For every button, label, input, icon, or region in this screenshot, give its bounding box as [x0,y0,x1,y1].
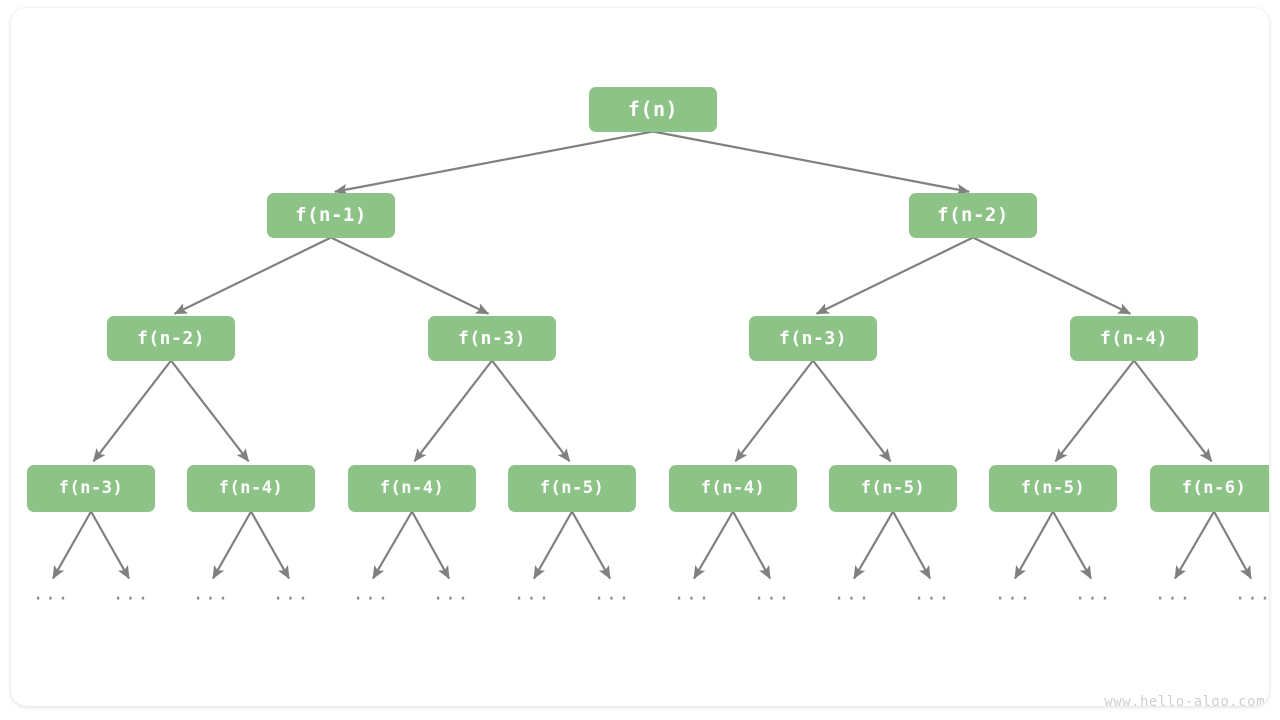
ellipsis-marker: ... [192,582,230,605]
tree-edge-n12-to-e10 [853,510,894,580]
tree-edge-n5-to-n11 [734,359,814,463]
tree-node-n12: f(n-5) [829,464,957,512]
tree-edge-n4-to-n9 [413,359,493,463]
tree-node-n6: f(n-4) [1070,315,1198,361]
tree-node-n9: f(n-4) [348,464,476,512]
tree-edge-n10-to-e7 [571,510,611,580]
tree-edge-n2-to-n5 [815,236,974,315]
tree-node-n4: f(n-3) [428,315,556,361]
tree-edge-n6-to-n14 [1133,359,1213,463]
ellipsis-marker: ... [1154,582,1192,605]
ellipsis-marker: ... [1234,582,1269,605]
ellipsis-marker: ... [112,582,150,605]
recursion-tree-diagram: f(n) f(n-1) f(n-2) f(n-2) f(n-3) f(n-3) f(n-4)… [11,8,1269,706]
ellipsis-marker: ... [913,582,951,605]
ellipsis-marker: ... [432,582,470,605]
ellipsis-marker: ... [753,582,791,605]
ellipsis-marker: ... [513,582,551,605]
ellipsis-marker: ... [673,582,711,605]
ellipsis-marker: ... [272,582,310,605]
tree-node-n2: f(n-2) [909,192,1037,238]
tree-edge-n8-to-e3 [250,510,290,580]
tree-node-n0: f(n) [589,86,717,132]
tree-edge-n9-to-e4 [372,510,413,580]
tree-node-n11: f(n-4) [669,464,797,512]
tree-edge-n13-to-e12 [1014,510,1054,580]
tree-edge-n10-to-e6 [533,510,573,580]
tree-node-n8: f(n-4) [187,464,315,512]
tree-node-n13: f(n-5) [989,464,1117,512]
tree-edge-n7-to-e0 [52,510,92,580]
tree-node-n10: f(n-5) [508,464,636,512]
tree-node-n1: f(n-1) [267,192,395,238]
tree-edge-n13-to-e13 [1052,510,1092,580]
tree-edge-n3-to-n7 [92,359,172,463]
tree-node-n7: f(n-3) [27,464,155,512]
ellipsis-marker: ... [593,582,631,605]
tree-edge-n1-to-n4 [330,236,490,315]
diagram-card: f(n) f(n-1) f(n-2) f(n-2) f(n-3) f(n-3) f(n-4)… [11,8,1269,706]
ellipsis-marker: ... [1074,582,1112,605]
tree-edge-n0-to-n2 [652,130,970,196]
tree-edge-n7-to-e1 [90,510,130,580]
tree-node-n3: f(n-2) [107,315,235,361]
ellipsis-marker: ... [994,582,1032,605]
tree-edge-n12-to-e11 [892,510,932,580]
tree-edge-n8-to-e2 [212,510,252,580]
tree-edge-n11-to-e9 [732,510,772,580]
tree-edge-n3-to-n8 [170,359,250,463]
tree-edge-n5-to-n12 [812,359,892,463]
tree-node-n14: f(n-6) [1150,464,1269,512]
tree-edge-n1-to-n3 [173,236,332,315]
tree-edge-n9-to-e5 [411,510,451,580]
tree-node-n5: f(n-3) [749,315,877,361]
tree-edge-n11-to-e8 [693,510,734,580]
tree-edge-n6-to-n13 [1054,359,1135,463]
tree-edge-n2-to-n6 [972,236,1132,315]
ellipsis-marker: ... [32,582,70,605]
tree-edge-n14-to-e14 [1174,510,1215,580]
tree-edge-n0-to-n1 [334,130,654,196]
ellipsis-marker: ... [833,582,871,605]
tree-edge-n4-to-n10 [491,359,571,463]
ellipsis-marker: ... [352,582,390,605]
tree-edge-n14-to-e15 [1213,510,1253,580]
watermark-label: www.hello-algo.com [1104,694,1265,706]
